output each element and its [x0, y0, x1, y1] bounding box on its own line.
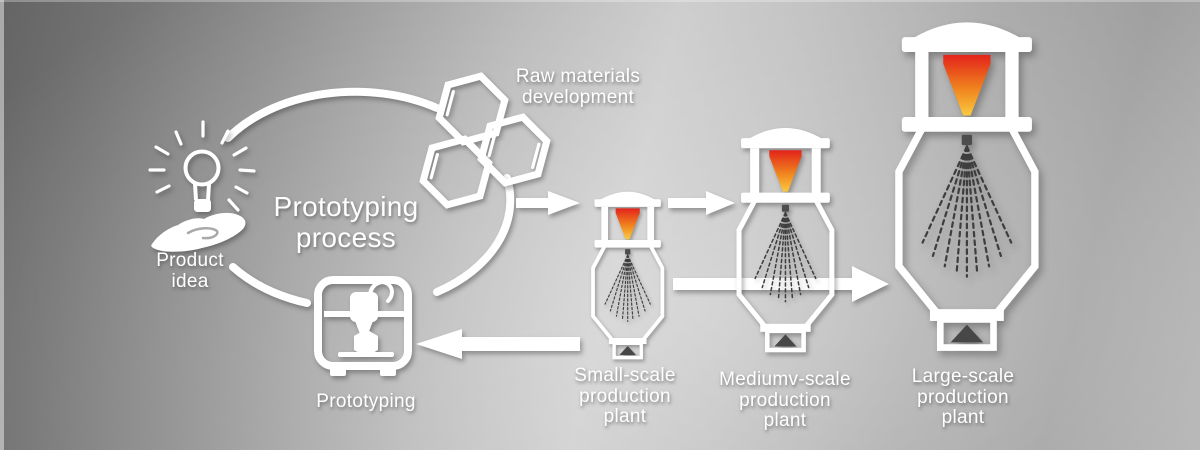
loop-arc-bottom-left [229, 263, 311, 307]
production-plant-small [591, 189, 665, 360]
printer-extruder [350, 292, 378, 322]
bulb-rays [148, 120, 256, 212]
printer-frame [314, 276, 412, 370]
hand-lightbulb-icon [148, 120, 256, 252]
bulb-neck [193, 183, 211, 201]
printer-hexagon-object [354, 329, 378, 357]
hexagon-2 [477, 113, 551, 187]
printer-filament-tube [368, 280, 394, 303]
printer-gantry-right [377, 311, 404, 317]
arrow-medium-to-large-plant [673, 266, 889, 302]
production-plant-large [899, 22, 1035, 347]
bulb-glass [183, 149, 221, 187]
printer-foot-right [380, 366, 396, 376]
printer-bed [338, 352, 394, 357]
open-hand [151, 212, 246, 252]
small-plant-label: Small-scale production plant [574, 365, 676, 428]
raw-materials-label: Raw materials development [515, 66, 641, 108]
large-plant-label: Large-scale production plant [911, 366, 1015, 429]
printer-3d-icon [314, 276, 412, 376]
bulb-base [194, 199, 211, 212]
hexagon-1 [435, 72, 509, 146]
arrow-loop-to-small-plant [516, 191, 580, 215]
product-idea-label: Product idea [156, 250, 224, 292]
production-plant-medium [739, 128, 832, 350]
hexagon-3 [419, 135, 493, 209]
loop-title: Prototyping process [273, 191, 419, 254]
printer-foot-left [330, 366, 346, 376]
medium-plant-label: Mediumv-scale production plant [719, 369, 851, 432]
loop-arc-right [433, 174, 515, 296]
prototyping-label: Prototyping [316, 391, 416, 412]
hexagon-molecules-icon [419, 72, 551, 209]
cycle-loop-arcs [224, 87, 515, 307]
arrow-small-to-medium-plant [668, 191, 735, 215]
hand-curl-line [186, 227, 219, 240]
printer-gantry-left [324, 311, 351, 317]
loop-arc-top [224, 87, 441, 142]
arrow-small-plant-to-prototyping [416, 329, 580, 359]
flow-arrows [416, 191, 889, 359]
